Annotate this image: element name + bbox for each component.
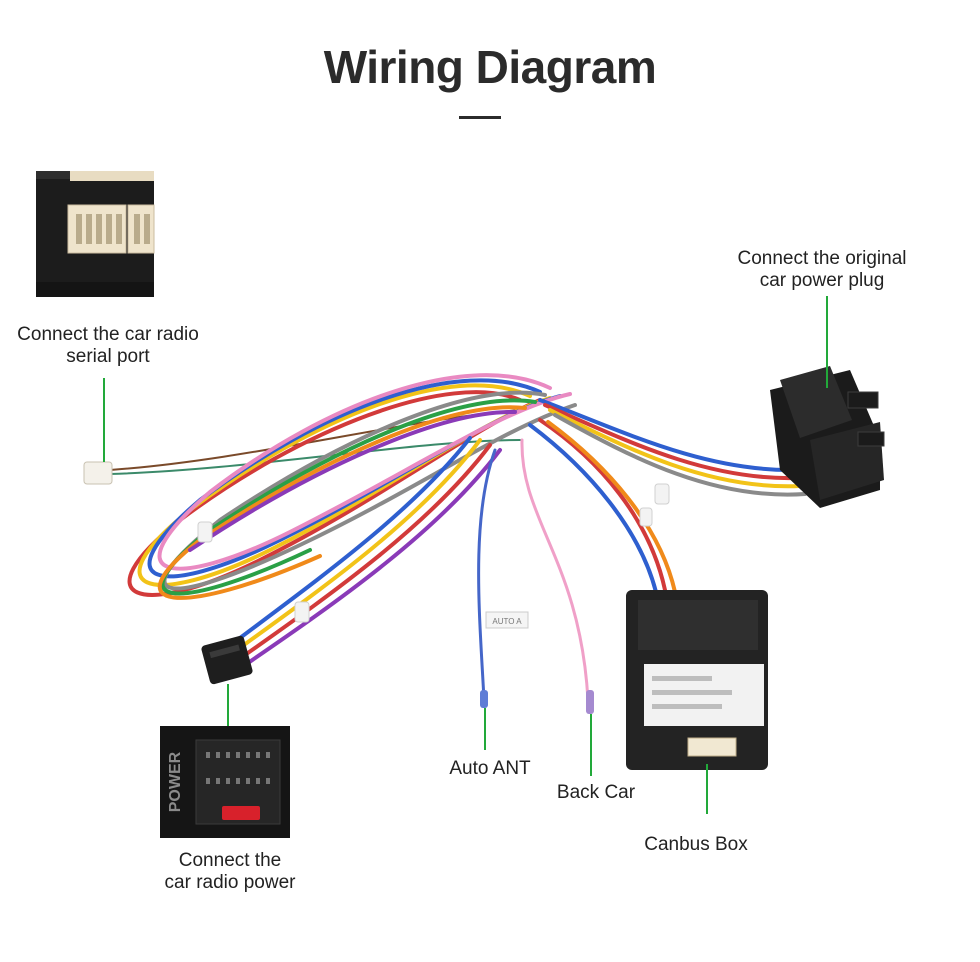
label-serial-port: Connect the car radio serial port [17, 324, 199, 367]
label-radio-power: Connect the car radio power [164, 850, 296, 893]
backcar-terminal [586, 690, 594, 714]
serial-port-leader [103, 378, 105, 462]
label-auto-ant: Auto ANT [449, 758, 531, 779]
canbus-box [626, 590, 768, 770]
label-canbus-box: Canbus Box [644, 834, 748, 855]
label-power-plug: Connect the original car power plug [737, 248, 907, 291]
power-plug-leader [826, 296, 828, 388]
radio-power-plug [201, 635, 253, 685]
power-print: POWER [167, 751, 184, 812]
title-underline [459, 116, 501, 119]
original-power-plug [770, 366, 885, 508]
canbus-leader [706, 764, 708, 814]
wire-bundle [109, 373, 807, 702]
ant-tag [485, 611, 529, 629]
cable-ties [197, 483, 670, 623]
label-back-car: Back Car [556, 782, 636, 803]
radio-serial-port-photo [36, 171, 155, 297]
svg-text:AUTO A: AUTO A [492, 617, 522, 626]
serial-plug [83, 461, 113, 485]
auto-ant-leader [484, 708, 486, 750]
ant-terminal [480, 690, 488, 708]
radio-power-leader [227, 684, 229, 726]
back-car-leader [590, 714, 592, 776]
radio-power-connector-photo: POWER [160, 726, 290, 838]
page-title: Wiring Diagram [323, 41, 657, 93]
